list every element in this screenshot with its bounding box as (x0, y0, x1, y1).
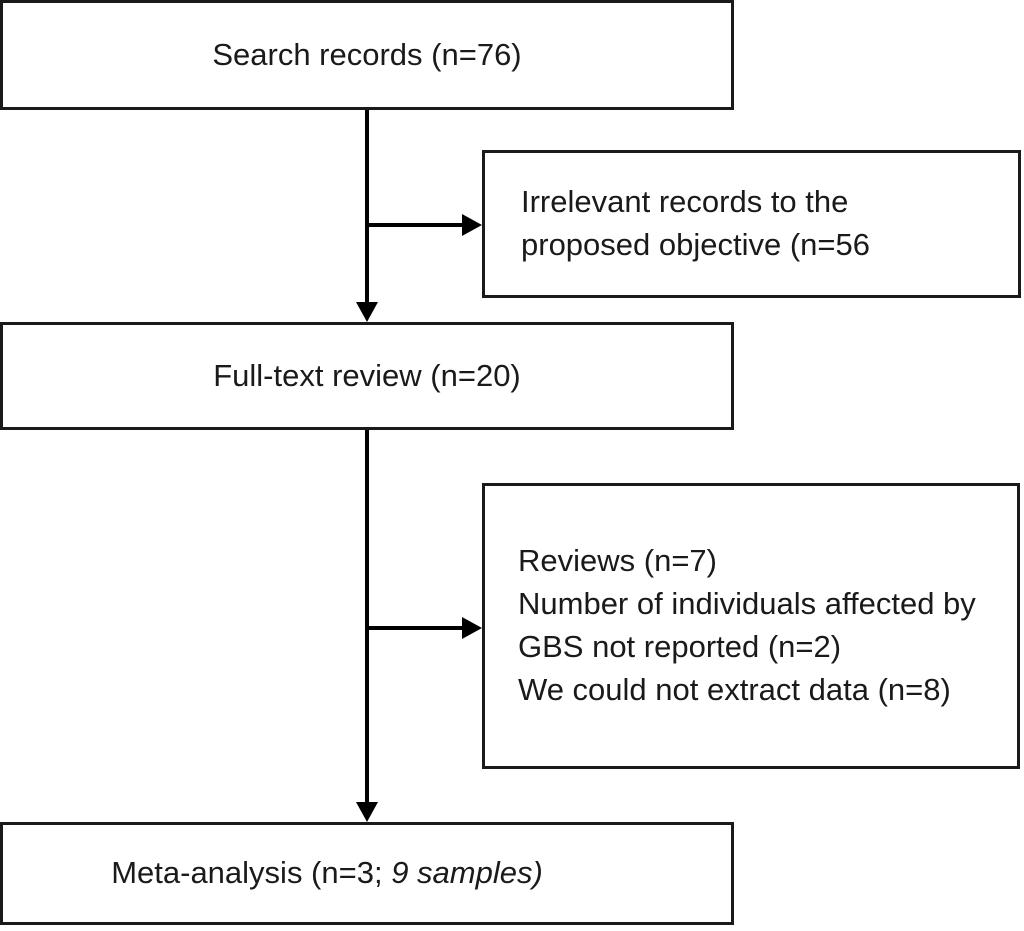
node-meta-analysis-label-regular: Meta-analysis (n=3; (111, 855, 392, 891)
node-irrelevant-records-line-1: Irrelevant records to the (521, 184, 849, 220)
node-irrelevant-records: Irrelevant records to the proposed objec… (482, 150, 1021, 298)
arrowhead-down-icon (356, 302, 378, 322)
connector-search-to-irrelevant-line (365, 223, 462, 227)
arrowhead-right-icon (462, 214, 482, 236)
node-meta-analysis-label: Meta-analysis (n=3; 9 samples) (111, 852, 543, 895)
node-exclusions: Reviews (n=7) Number of individuals affe… (482, 483, 1020, 769)
node-search-records-label: Search records (n=76) (212, 36, 522, 72)
node-search-records: Search records (n=76) (0, 0, 734, 110)
connector-fulltext-to-exclusions-line (365, 626, 462, 630)
node-exclusions-line-3: GBS not reported (n=2) (518, 629, 842, 664)
node-exclusions-line-1: Reviews (n=7) (518, 543, 717, 579)
node-irrelevant-records-line-2: proposed objective (n=56 (521, 227, 870, 262)
arrowhead-down-icon (356, 802, 378, 822)
node-meta-analysis: Meta-analysis (n=3; 9 samples) (0, 822, 734, 925)
arrowhead-right-icon (462, 617, 482, 639)
connector-search-to-fulltext-line (365, 110, 369, 306)
connector-fulltext-to-meta-line (365, 430, 369, 806)
node-exclusions-line-4: We could not extract data (n=8) (518, 671, 951, 707)
node-fulltext-review-label: Full-text review (n=20) (213, 357, 521, 393)
node-exclusions-line-2: Number of individuals affected by (518, 586, 976, 622)
node-meta-analysis-label-italic: 9 samples) (391, 855, 543, 891)
node-fulltext-review: Full-text review (n=20) (0, 322, 734, 430)
